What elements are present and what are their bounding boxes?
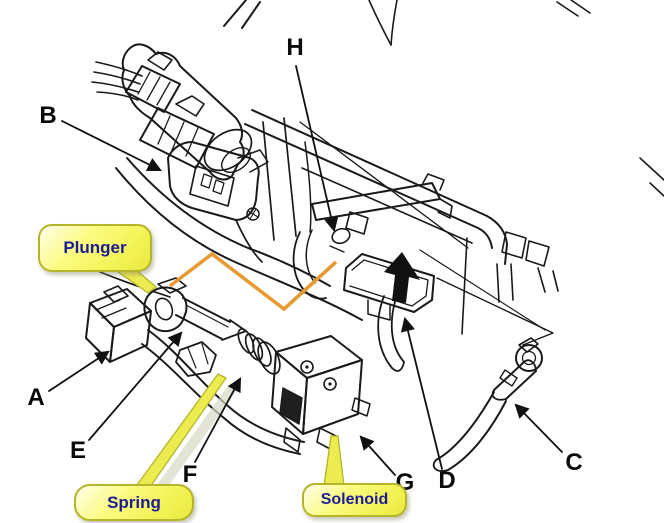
installed-solenoid-bracket	[292, 173, 453, 372]
part-label-d: D	[438, 467, 456, 494]
spring-tail-shadow	[153, 383, 239, 495]
connector-c	[432, 337, 543, 472]
wiring-harness	[91, 43, 253, 181]
install-direction-arrow	[384, 252, 420, 303]
leader-arrow-b	[61, 120, 162, 171]
callout-tails	[102, 255, 345, 495]
leader-arrow-d	[400, 316, 443, 470]
leader-arrow-f	[194, 377, 242, 463]
leader-arrow-e	[88, 331, 183, 441]
plunger-position-line	[168, 251, 338, 312]
leader-arrows	[48, 65, 563, 476]
part-label-f: F	[182, 461, 198, 488]
bracket-b	[167, 141, 269, 221]
leader-arrow-c	[514, 403, 563, 453]
part-label-h: H	[286, 34, 304, 61]
callout-solenoid: Solenoid	[302, 483, 407, 517]
leader-arrow-g	[359, 435, 396, 476]
part-label-a: A	[27, 384, 45, 411]
part-label-b: B	[39, 102, 57, 129]
plunger-assembly	[85, 277, 305, 455]
leader-arrow-a	[48, 350, 110, 392]
solenoid-tail	[323, 435, 345, 487]
callout-plunger: Plunger	[38, 224, 152, 272]
solenoid-body	[271, 335, 371, 453]
leader-arrow-h	[295, 65, 339, 233]
callout-spring: Spring	[74, 484, 194, 521]
part-label-c: C	[565, 449, 583, 476]
part-label-e: E	[69, 437, 87, 464]
chassis-structure	[99, 0, 664, 346]
